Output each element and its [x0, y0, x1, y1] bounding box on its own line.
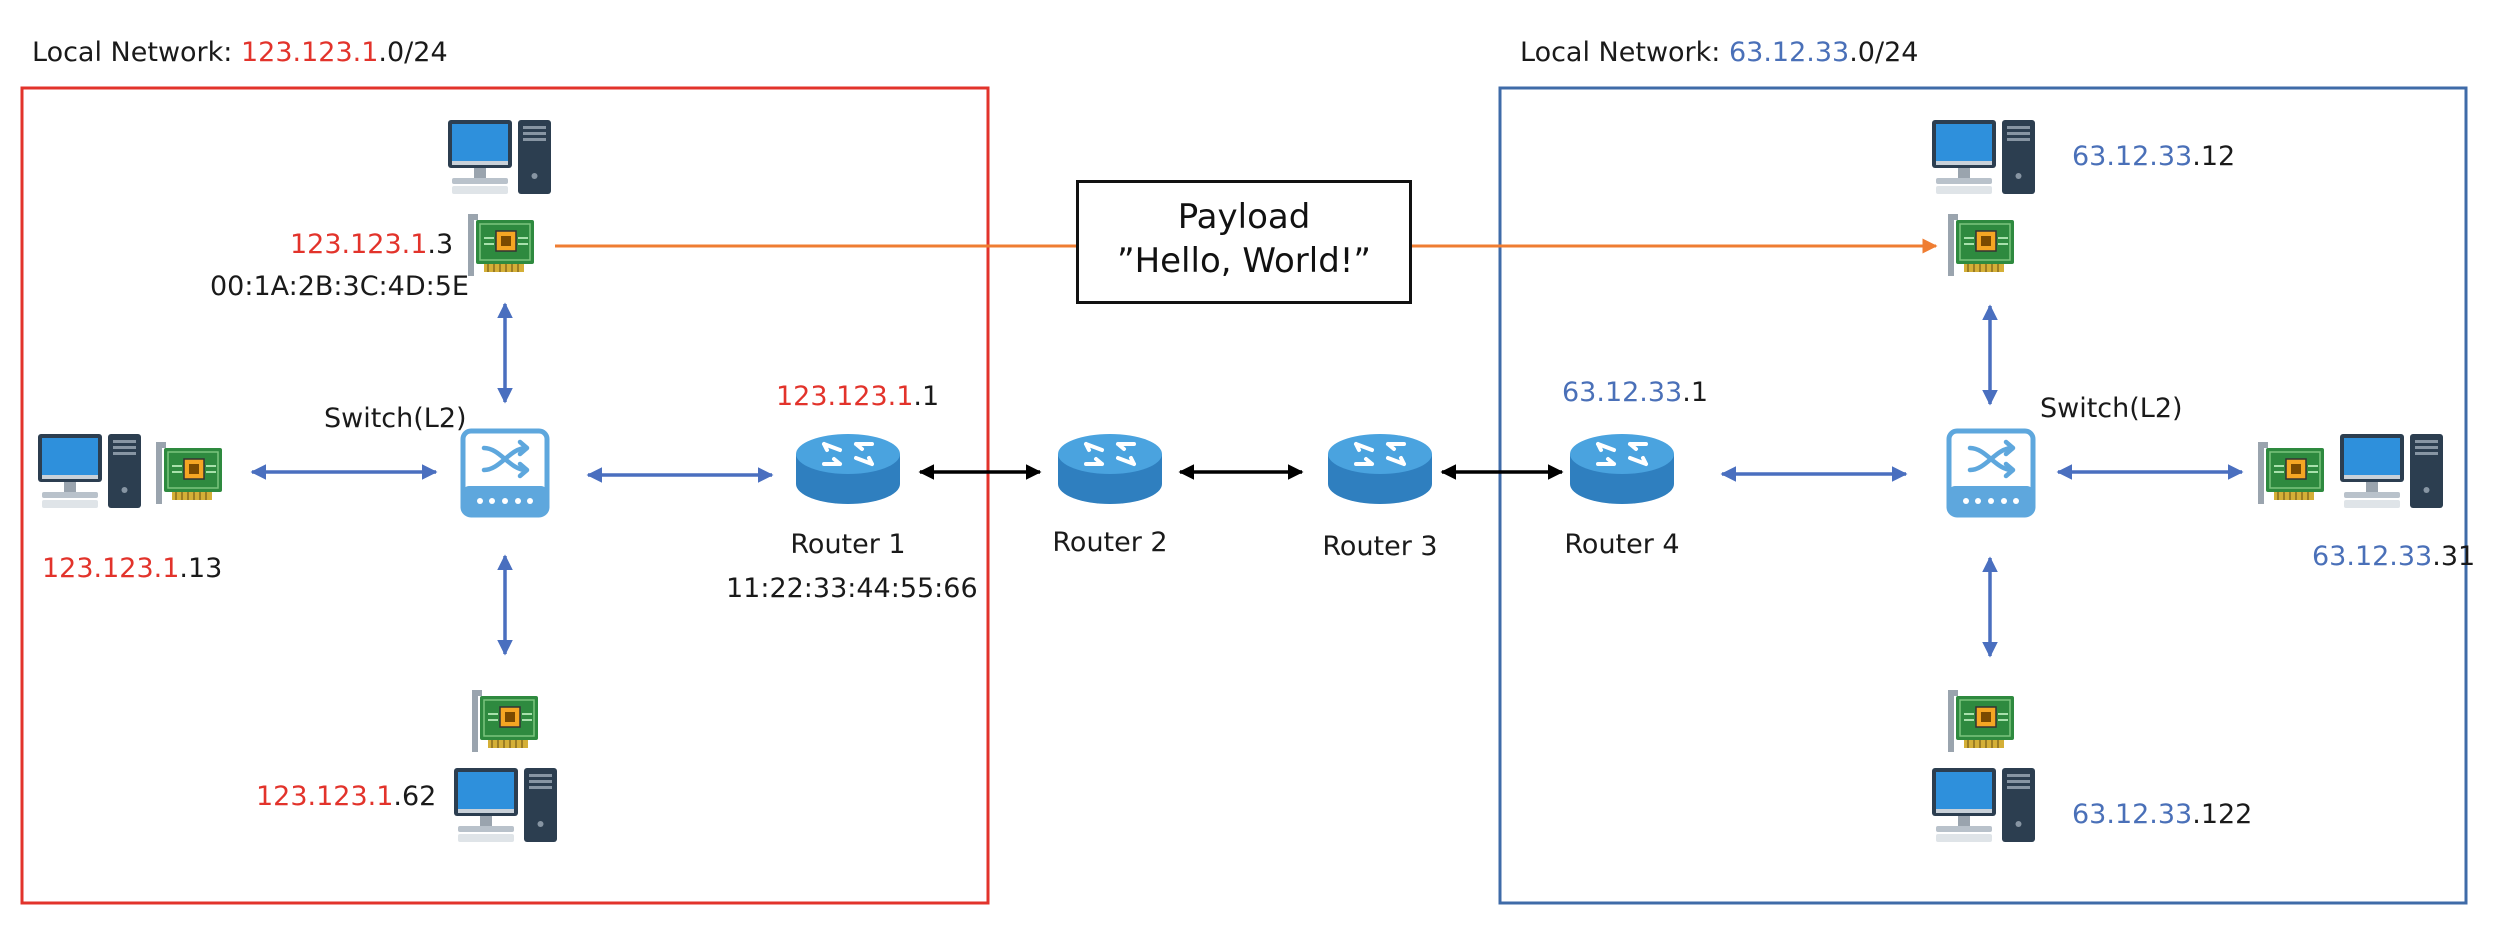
right-network-boundary [1498, 86, 2468, 905]
ip-suffix: .12 [2192, 141, 2236, 172]
right-switch-label: Switch(L2) [2040, 393, 2183, 424]
network-card-icon [1948, 214, 2015, 276]
left-host-left-ip: 123.123.1.13 [42, 552, 222, 586]
left-host-bottom-ip: 123.123.1.62 [256, 780, 436, 814]
ip-suffix: .13 [179, 553, 223, 584]
router2-name: Router 2 [1052, 527, 1168, 558]
ip-prefix: 63.12.33 [2072, 141, 2193, 172]
ip-suffix: .122 [2192, 799, 2253, 830]
router-icon [1056, 432, 1164, 506]
network-card-icon [2258, 442, 2325, 504]
switch-icon [1949, 431, 2033, 515]
left-network-title-prefix: Local Network: [32, 37, 241, 68]
ip-prefix: 63.12.33 [2312, 541, 2433, 572]
left-network-title: Local Network: 123.123.1.0/24 [32, 36, 448, 70]
left-host-top-mac: 00:1A:2B:3C:4D:5E [210, 271, 469, 302]
right-network-title-prefix: Local Network: [1520, 37, 1729, 68]
payload-title: Payload [1177, 197, 1311, 237]
ip-suffix: .1 [1682, 377, 1708, 408]
network-card-icon [472, 690, 539, 752]
left-network-prefix: 123.123.1 [240, 37, 379, 68]
payload-content: ”Hello, World!” [1116, 241, 1372, 281]
left-network-boundary [20, 86, 990, 905]
router-icon [1568, 432, 1676, 506]
desktop-computer-icon [38, 434, 141, 508]
right-host-bottom-ip: 63.12.33.122 [2072, 798, 2252, 832]
ip-prefix: 123.123.1 [290, 229, 428, 260]
network-card-icon [156, 442, 223, 504]
right-network-suffix: .0/24 [1849, 37, 1919, 68]
ip-suffix: .31 [2432, 541, 2476, 572]
left-host-top-ip: 123.123.1.3 [290, 228, 453, 262]
router1-ip: 123.123.1.1 [776, 380, 939, 414]
ip-prefix: 123.123.1 [42, 553, 180, 584]
ip-prefix: 63.12.33 [2072, 799, 2193, 830]
ip-suffix: .62 [393, 781, 437, 812]
right-host-top-ip: 63.12.33.12 [2072, 140, 2235, 174]
router1-name: Router 1 [790, 529, 906, 560]
payload-box: Payload ”Hello, World!” [1076, 180, 1412, 304]
right-network-prefix: 63.12.33 [1728, 37, 1850, 68]
router4-name: Router 4 [1564, 529, 1680, 560]
desktop-computer-icon [1932, 768, 2035, 842]
ip-prefix: 63.12.33 [1562, 377, 1683, 408]
router1-mac: 11:22:33:44:55:66 [726, 573, 978, 604]
network-card-icon [1948, 690, 2015, 752]
router-icon [794, 432, 902, 506]
ip-prefix: 123.123.1 [256, 781, 394, 812]
ip-suffix: .3 [427, 229, 454, 260]
router4-ip: 63.12.33.1 [1562, 376, 1708, 410]
router-icon [1326, 432, 1434, 506]
ip-suffix: .1 [913, 381, 940, 412]
desktop-computer-icon [448, 120, 551, 194]
left-network-suffix: .0/24 [378, 37, 448, 68]
network-card-icon [468, 214, 535, 276]
right-host-right-ip: 63.12.33.31 [2312, 540, 2475, 574]
desktop-computer-icon [454, 768, 557, 842]
right-network-title: Local Network: 63.12.33.0/24 [1520, 36, 1918, 70]
switch-icon [463, 431, 547, 515]
desktop-computer-icon [1932, 120, 2035, 194]
desktop-computer-icon [2340, 434, 2443, 508]
left-switch-label: Switch(L2) [324, 403, 467, 434]
ip-prefix: 123.123.1 [776, 381, 914, 412]
router3-name: Router 3 [1322, 531, 1438, 562]
